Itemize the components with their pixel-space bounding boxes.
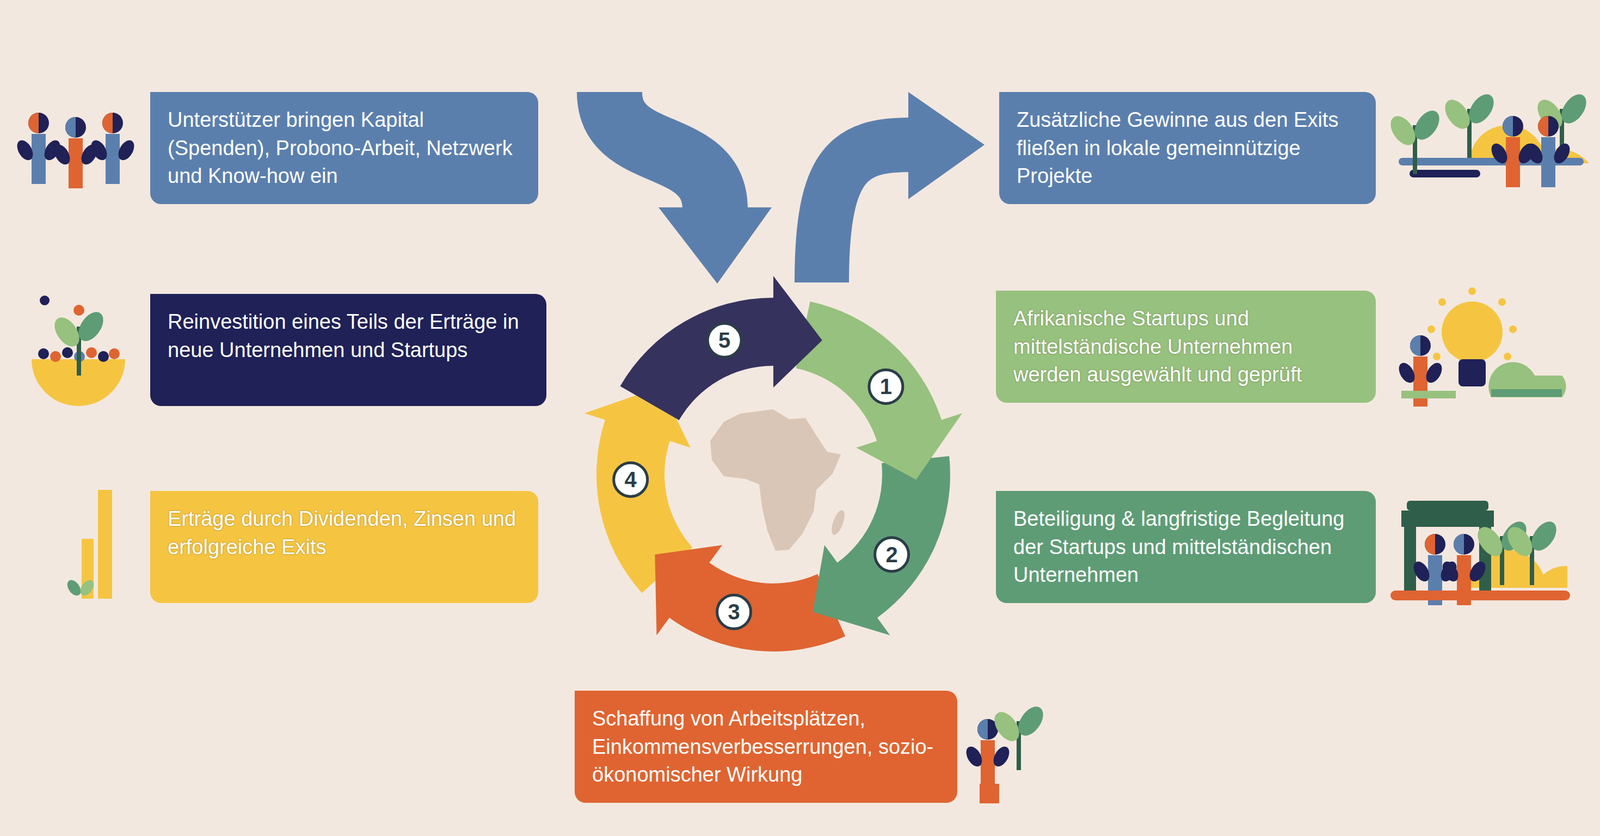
step-box: Reinvestition eines Teils der Erträge in…: [150, 293, 547, 406]
cycle-arrow: [812, 456, 951, 636]
step-text: Afrikanische Startups und mittelständisc…: [1013, 304, 1359, 390]
growth-icon: [64, 489, 113, 599]
step-text: Unterstützer bringen Kapital (Spenden), …: [167, 106, 521, 191]
step-text: Zusätzliche Gewinne aus den Exits fließe…: [1016, 106, 1359, 191]
outflow-arrow: [821, 91, 985, 283]
step-box: Schaffung von Arbeitsplätzen, Einkommens…: [574, 690, 958, 803]
step-box: Afrikanische Startups und mittelständisc…: [995, 290, 1376, 403]
shop-icon: [1390, 500, 1571, 606]
projects-icon: [1385, 89, 1592, 188]
step-text: Reinvestition eines Teils der Erträge in…: [167, 308, 529, 365]
step-text: Beteiligung & langfristige Begleitung de…: [1013, 505, 1359, 590]
bulb-icon: [1395, 287, 1567, 407]
inflow-arrow: [609, 91, 772, 284]
step-box: Zusätzliche Gewinne aus den Exits fließe…: [999, 91, 1376, 205]
cycle-arrow: [620, 275, 823, 421]
step-box: Erträge durch Dividenden, Zinsen und erf…: [150, 490, 539, 603]
step-box: Beteiligung & langfristige Begleitung de…: [995, 490, 1376, 603]
supporters-icon: [14, 112, 138, 189]
callout-number: 1: [868, 368, 904, 404]
step-text: Schaffung von Arbeitsplätzen, Einkommens…: [592, 704, 940, 790]
cycle-ring: [584, 275, 963, 652]
callout-number: 4: [613, 462, 649, 497]
callout-number: 3: [716, 594, 752, 630]
growth-person-icon: [963, 702, 1049, 804]
callout-number: 2: [874, 537, 910, 572]
step-box: Unterstützer bringen Kapital (Spenden), …: [150, 91, 539, 205]
callout-number: 5: [706, 322, 742, 358]
step-text: Erträge durch Dividenden, Zinsen und erf…: [167, 505, 521, 562]
africa-map: [710, 409, 848, 551]
bowl-icon: [31, 295, 126, 406]
